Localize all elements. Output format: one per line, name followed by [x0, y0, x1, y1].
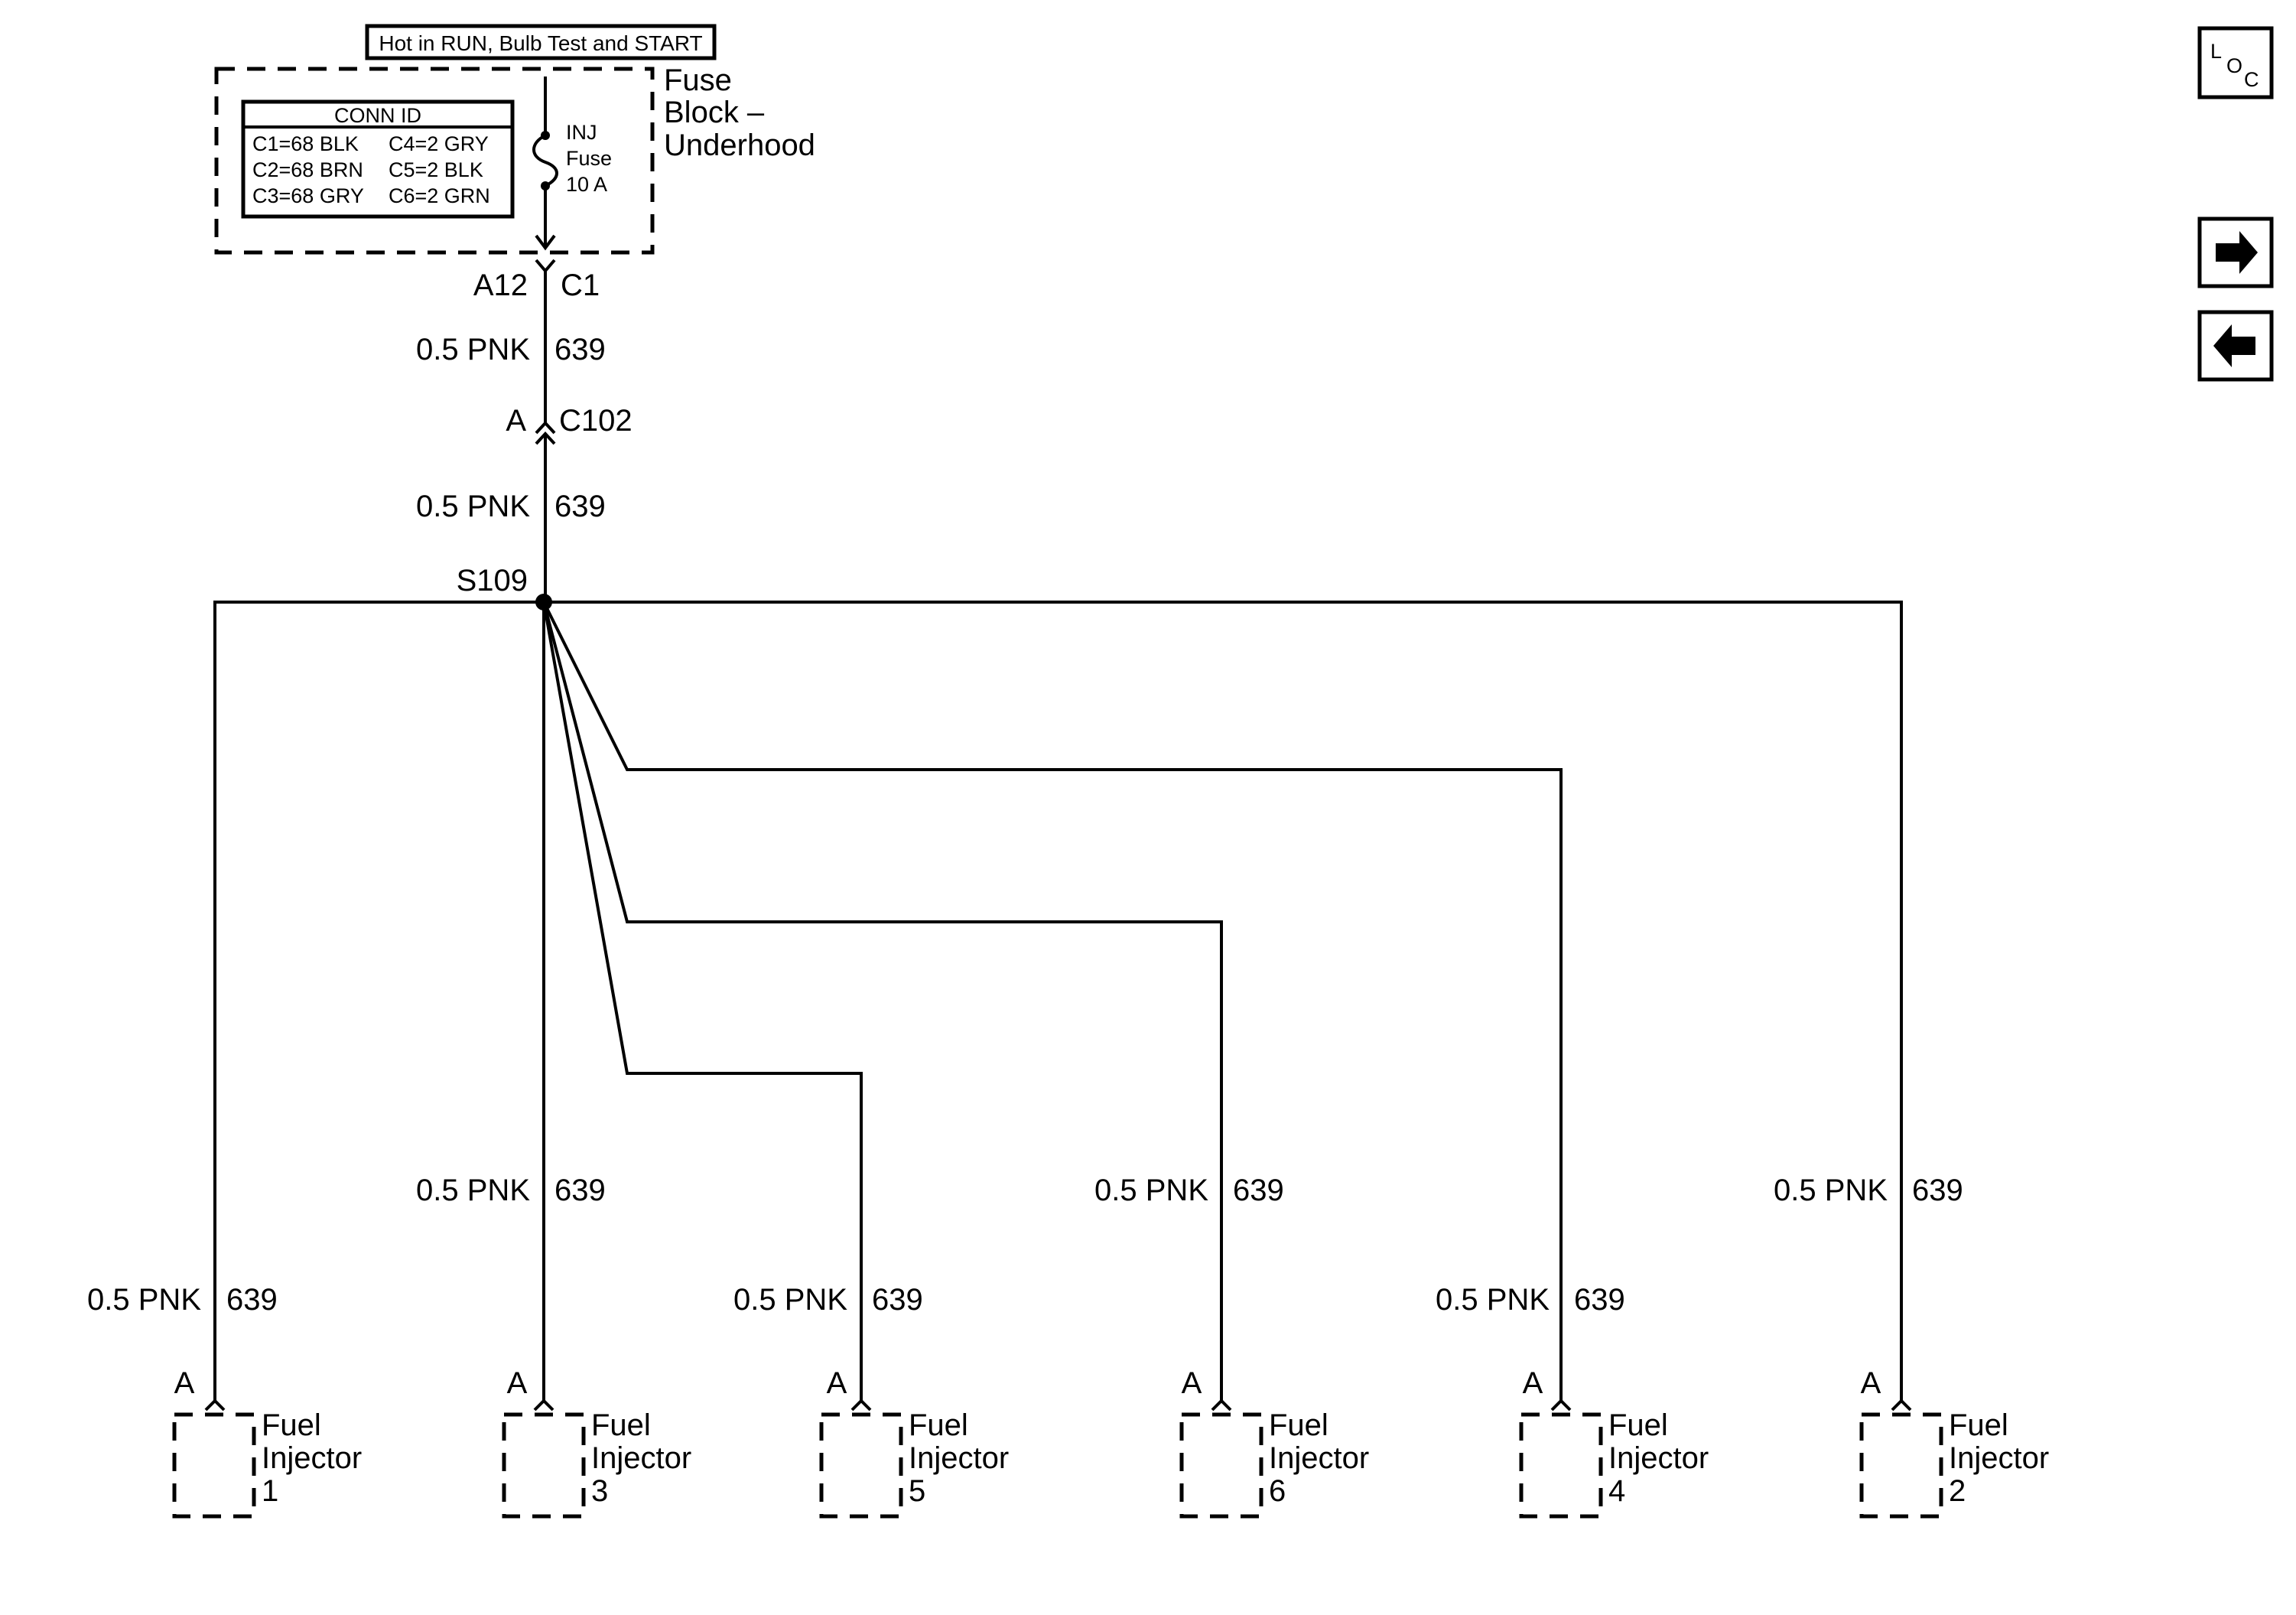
wire-circuit: 639	[554, 490, 606, 523]
injector-pin: A	[1523, 1366, 1543, 1400]
fuse-block-name-1: Fuse	[664, 63, 732, 97]
injector-label-1: Fuel	[1269, 1408, 1328, 1442]
injector-label-2: Injector	[262, 1441, 362, 1475]
wire-size-color: 0.5 PNK	[87, 1283, 201, 1317]
conn-id-row: C1=68 BLK	[252, 132, 359, 155]
injector-2: A Fuel Injector 2	[1859, 1366, 2049, 1519]
wire-circuit: 639	[226, 1283, 278, 1317]
fuse-block: Fuse Block – Underhood CONN ID C1=68 BLK…	[214, 63, 815, 255]
injector-5: A Fuel Injector 5	[819, 1366, 1009, 1519]
conn-id-row: C6=2 GRN	[389, 184, 490, 207]
fuse-label-2: Fuse	[566, 147, 612, 170]
conn-id-row: C4=2 GRY	[389, 132, 489, 155]
injector-1: A Fuel Injector 1	[172, 1366, 362, 1519]
injector-pin: A	[827, 1366, 847, 1400]
injector-number: 1	[262, 1474, 278, 1508]
wire-size-color: 0.5 PNK	[416, 490, 530, 523]
connector-c1: A12 C1	[473, 259, 600, 422]
injector-number: 2	[1949, 1474, 1966, 1508]
fuse-block-name-3: Underhood	[664, 129, 815, 162]
conn-id-row: C5=2 BLK	[389, 158, 483, 181]
loc-letter: L	[2210, 40, 2222, 63]
arrow-left-icon	[2213, 324, 2255, 367]
loc-letter: C	[2244, 68, 2259, 91]
back-button[interactable]	[2197, 310, 2274, 382]
injector-pin: A	[1182, 1366, 1202, 1400]
wire-labels: 0.5 PNK 639 0.5 PNK 639 0.5 PNK 639 0.5 …	[87, 1174, 1963, 1317]
injector-label-1: Fuel	[909, 1408, 968, 1442]
injector-label-2: Injector	[1949, 1441, 2049, 1475]
wire-size-color: 0.5 PNK	[1774, 1174, 1888, 1207]
injector-number: 5	[909, 1474, 925, 1508]
connector-c102: A C102	[506, 404, 633, 602]
connector-id: C102	[559, 404, 633, 438]
injector-pin: A	[1861, 1366, 1881, 1400]
fuse-symbol: INJ Fuse 10 A	[532, 77, 612, 251]
wire-circuit: 639	[872, 1283, 923, 1317]
wire-circuit: 639	[1574, 1283, 1625, 1317]
injector-4: A Fuel Injector 4	[1519, 1366, 1709, 1519]
forward-button[interactable]	[2197, 217, 2274, 288]
wire-circuit: 639	[554, 1174, 606, 1207]
injector-number: 6	[1269, 1474, 1286, 1508]
injector-label-2: Injector	[1608, 1441, 1709, 1475]
wire-circuit: 639	[1912, 1174, 1963, 1207]
conn-id-title: CONN ID	[334, 104, 421, 127]
wire-size-color: 0.5 PNK	[416, 1174, 530, 1207]
power-note-text: Hot in RUN, Bulb Test and START	[379, 31, 702, 55]
injector-number: 4	[1608, 1474, 1625, 1508]
connector-pin: A	[506, 404, 526, 438]
injector-label-1: Fuel	[262, 1408, 321, 1442]
fuse-label-1: INJ	[566, 121, 597, 144]
arrow-right-icon	[2216, 231, 2258, 274]
wire-circuit: 639	[554, 333, 606, 366]
power-note: Hot in RUN, Bulb Test and START	[365, 24, 717, 60]
wire-size-color: 0.5 PNK	[1436, 1283, 1550, 1317]
loc-letter: O	[2226, 54, 2242, 77]
conn-id-row: C3=68 GRY	[252, 184, 364, 207]
injector-6: A Fuel Injector 6	[1179, 1366, 1369, 1519]
injector-label-1: Fuel	[1608, 1408, 1668, 1442]
injector-3: A Fuel Injector 3	[502, 1366, 691, 1519]
branch-wires	[213, 601, 1903, 1400]
wire-size-color: 0.5 PNK	[416, 333, 530, 366]
injector-pin: A	[174, 1366, 195, 1400]
injector-label-1: Fuel	[591, 1408, 651, 1442]
injector-pin: A	[507, 1366, 528, 1400]
loc-button[interactable]: L O C	[2197, 26, 2274, 99]
injector-number: 3	[591, 1474, 608, 1508]
connector-id: C1	[561, 269, 600, 302]
injector-label-2: Injector	[1269, 1441, 1369, 1475]
fuse-label-3: 10 A	[566, 173, 607, 196]
splice-name: S109	[457, 564, 528, 597]
injector-label-1: Fuel	[1949, 1408, 2008, 1442]
conn-id-table: CONN ID C1=68 BLK C2=68 BRN C3=68 GRY C4…	[241, 99, 515, 219]
conn-id-row: C2=68 BRN	[252, 158, 363, 181]
injector-label-2: Injector	[591, 1441, 691, 1475]
wire-size-color: 0.5 PNK	[733, 1283, 847, 1317]
connector-pin: A12	[473, 269, 528, 302]
wire-size-color: 0.5 PNK	[1094, 1174, 1208, 1207]
wire-circuit: 639	[1233, 1174, 1284, 1207]
fuse-block-name-2: Block –	[664, 96, 765, 129]
injector-label-2: Injector	[909, 1441, 1009, 1475]
